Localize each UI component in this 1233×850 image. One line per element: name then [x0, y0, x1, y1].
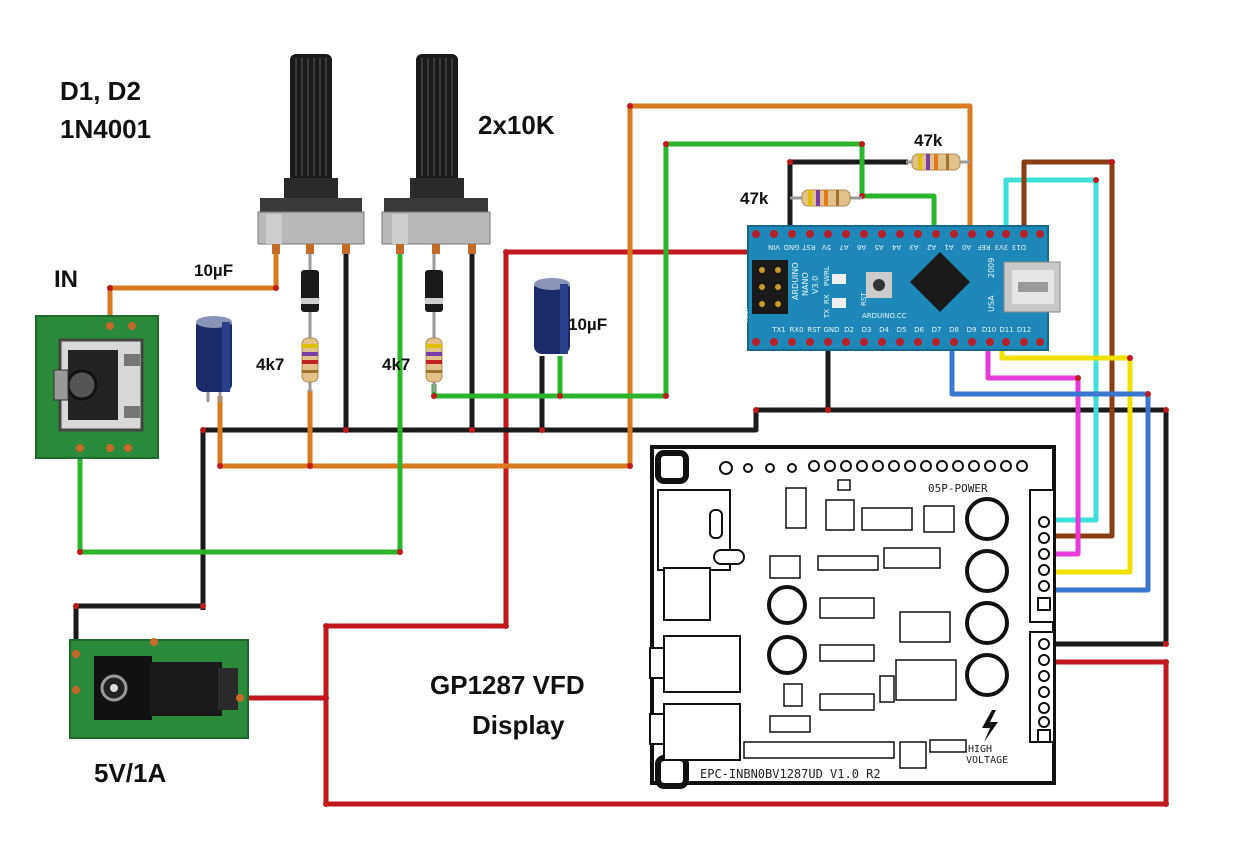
nano-pin-label: 5V [822, 243, 831, 251]
nano-pin-row-bottom [752, 338, 1044, 346]
nano-text-l: L [823, 266, 831, 270]
power-label: 5V/1A [94, 758, 166, 788]
vfd-components [743, 479, 967, 769]
arduino-nano [747, 225, 1061, 351]
potentiometer-1 [257, 54, 365, 254]
vfd-board-id: EPC-INBN0BV1287UD V1.0 R2 [700, 767, 881, 781]
wire-green-in [77, 252, 403, 555]
pots-label: 2x10K [478, 110, 555, 140]
junction-dots [73, 103, 1169, 807]
res-top-label: 47k [914, 131, 943, 150]
diode-d1 [301, 254, 319, 336]
diodes-title-label: D1, D2 [60, 76, 141, 106]
vfd-hv-line2: VOLTAGE [966, 755, 1008, 766]
res-right-label: 4k7 [382, 355, 410, 374]
nano-pin-label: GND [823, 326, 839, 334]
nano-pin-label: D7 [932, 326, 942, 334]
nano-pin-label: A0 [962, 243, 971, 251]
nano-pin-label: TX1 [771, 326, 786, 334]
capacitor-right [534, 278, 570, 354]
vfd-right-header-bottom [1037, 638, 1051, 743]
wire-green-a1 [431, 141, 937, 399]
nano-pin-label: A7 [839, 243, 848, 251]
nano-pin-label: RX0 [789, 326, 803, 334]
nano-text-rx: RX [823, 294, 831, 304]
nano-text-rst: RST [860, 292, 868, 306]
nano-text-year: 2009 [987, 258, 996, 278]
nano-pin-label: D12 [1017, 326, 1031, 334]
nano-pin-label: A1 [944, 243, 953, 251]
nano-pin-label: D13 [1012, 243, 1026, 251]
nano-pin-label: D2 [844, 326, 854, 334]
input-label: IN [54, 266, 78, 293]
nano-pin-label: D10 [982, 326, 996, 334]
diode-d2 [425, 254, 443, 336]
audio-input-jack [35, 315, 159, 459]
nano-pin-label: D3 [862, 326, 872, 334]
nano-mcu-chip [910, 252, 970, 312]
nano-pin-label: D5 [897, 326, 907, 334]
nano-text-pwr: PWR [823, 270, 831, 286]
nano-text-arduino: ARDUINO [791, 262, 800, 300]
cap-right-label: 10µF [568, 315, 607, 334]
wire-orange-a0 [217, 103, 973, 469]
capacitor-left [196, 316, 232, 402]
nano-pin-label: D9 [967, 326, 977, 334]
nano-pin-label: A4 [891, 243, 901, 251]
nano-pin-label: D6 [914, 326, 924, 334]
nano-text-url: ARDUINO.CC [862, 312, 907, 320]
nano-text-nano: NANO [801, 272, 810, 296]
nano-pin-label: D4 [879, 326, 889, 334]
nano-text-usa: USA [987, 295, 996, 312]
vfd-top-header [719, 460, 1028, 475]
nano-pin-label: 3V3 [995, 243, 1009, 251]
potentiometer-2 [381, 54, 491, 254]
vfd-display-board: HIGH VOLTAGE 05P-POWER EPC-INBN0BV1287UD… [649, 445, 1056, 789]
vfd-capacitors [767, 497, 1009, 697]
nano-pin-label: RST [801, 243, 815, 251]
nano-pin-label: REF [977, 243, 990, 251]
nano-pin-label: GND [783, 243, 799, 251]
resistor-47k-top [906, 153, 970, 171]
high-voltage-icon [982, 710, 998, 742]
nano-text-version: V3.0 [811, 276, 820, 294]
nano-pin-label: VIN [768, 243, 780, 251]
resistor-4k7-left [301, 332, 319, 392]
display-label-line1: GP1287 VFD [430, 670, 585, 700]
diodes-part-label: 1N4001 [60, 114, 151, 144]
nano-pin-label: A3 [909, 243, 918, 251]
nano-pin-label: A6 [856, 243, 866, 251]
nano-pin-label: D11 [999, 326, 1013, 334]
vfd-power-label: 05P-POWER [928, 482, 988, 495]
resistor-4k7-right [425, 332, 443, 392]
res-mid-label: 47k [740, 189, 769, 208]
nano-pin-label: RST [807, 326, 821, 334]
nano-pin-label: D8 [949, 326, 959, 334]
power-jack [69, 638, 249, 739]
cap-left-label: 10µF [194, 261, 233, 280]
nano-text-tx: TX [823, 309, 831, 319]
vfd-hv-line1: HIGH [968, 744, 992, 755]
res-left-label: 4k7 [256, 355, 284, 374]
nano-pin-row-top [752, 230, 1044, 238]
vfd-right-header-top [1037, 516, 1051, 611]
wire-orange-in [107, 252, 279, 320]
nano-text-icsp: ICSP [742, 306, 750, 322]
nano-pin-label: A2 [927, 243, 936, 251]
nano-pin-label: A5 [874, 243, 883, 251]
display-label-line2: Display [472, 710, 565, 740]
resistor-47k-mid [790, 189, 862, 207]
